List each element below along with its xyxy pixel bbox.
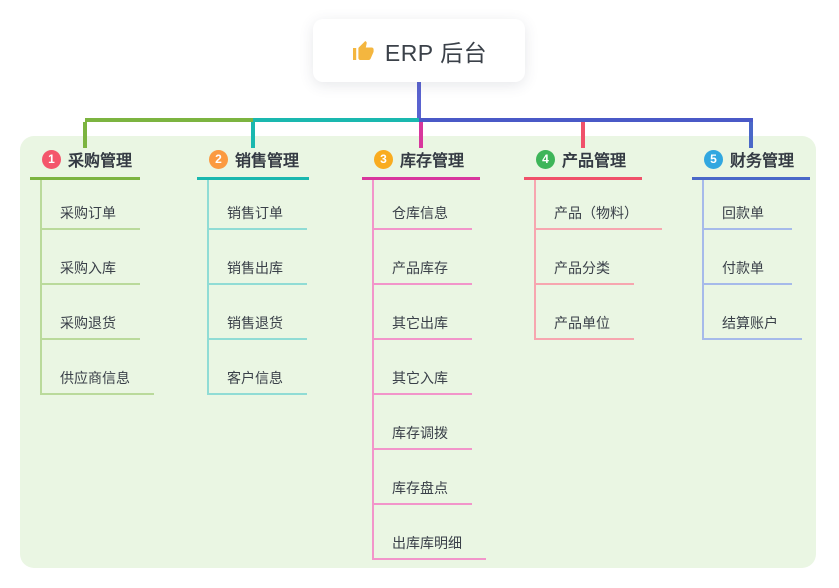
mindmap-node[interactable]: 销售退货	[209, 285, 307, 340]
mindmap-node[interactable]: 产品分类	[536, 230, 634, 285]
branch-column-1: 1 采购管理采购订单采购入库采购退货供应商信息	[30, 147, 154, 395]
mindmap-node[interactable]: 其它入库	[374, 340, 472, 395]
branch-label: 采购管理	[68, 153, 133, 170]
node-label: 销售订单	[227, 205, 283, 221]
mindmap-node[interactable]: 采购退货	[42, 285, 140, 340]
mindmap-node[interactable]: 付款单	[704, 230, 792, 285]
branch-items-list: 回款单付款单结算账户	[702, 180, 802, 340]
node-label: 采购入库	[60, 260, 116, 276]
branch-number-badge: 5	[704, 149, 723, 169]
branch-header-1[interactable]: 1 采购管理	[30, 147, 140, 180]
mindmap-node[interactable]: 结算账户	[704, 285, 802, 340]
branch-items-list: 销售订单销售出库销售退货客户信息	[207, 180, 307, 395]
branches-panel	[20, 136, 816, 568]
node-label: 其它出库	[392, 315, 448, 331]
root-title: ERP 后台	[384, 39, 488, 66]
bus-segment-blue	[419, 118, 753, 122]
bus-segment-teal	[253, 118, 419, 122]
mindmap-node[interactable]: 产品库存	[374, 230, 472, 285]
branch-drop-5	[749, 122, 753, 148]
mindmap-node[interactable]: 销售订单	[209, 180, 307, 230]
branch-label: 产品管理	[562, 153, 627, 170]
branch-number-badge: 3	[374, 149, 393, 169]
branch-label: 销售管理	[235, 153, 300, 170]
branch-number-badge: 2	[209, 149, 228, 169]
node-label: 结算账户	[722, 315, 778, 331]
mindmap-node[interactable]: 库存调拨	[374, 395, 472, 450]
node-label: 库存调拨	[392, 425, 448, 441]
node-label: 产品（物料）	[554, 205, 638, 221]
node-label: 采购退货	[60, 315, 116, 331]
branch-drop-1	[83, 122, 87, 148]
node-label: 付款单	[722, 260, 764, 276]
root-connector-line	[417, 82, 421, 122]
branch-drop-3	[419, 122, 423, 148]
mindmap-node[interactable]: 销售出库	[209, 230, 307, 285]
mindmap-node[interactable]: 供应商信息	[42, 340, 154, 395]
node-label: 产品单位	[554, 315, 610, 331]
branch-label: 财务管理	[730, 153, 795, 170]
node-label: 回款单	[722, 205, 764, 221]
branch-column-3: 3 库存管理仓库信息产品库存其它出库其它入库库存调拨库存盘点出库库明细	[362, 147, 486, 560]
node-label: 出库库明细	[392, 535, 462, 551]
node-label: 其它入库	[392, 370, 448, 386]
mindmap-node[interactable]: 仓库信息	[374, 180, 472, 230]
root-node[interactable]: ERP 后台	[313, 19, 525, 82]
node-label: 仓库信息	[392, 205, 448, 221]
node-label: 产品分类	[554, 260, 610, 276]
branch-column-2: 2 销售管理销售订单销售出库销售退货客户信息	[197, 147, 309, 395]
mindmap-node[interactable]: 库存盘点	[374, 450, 472, 505]
mindmap-node[interactable]: 产品（物料）	[536, 180, 662, 230]
branch-header-4[interactable]: 4 产品管理	[524, 147, 642, 180]
mindmap-node[interactable]: 回款单	[704, 180, 792, 230]
mindmap-node[interactable]: 采购入库	[42, 230, 140, 285]
node-label: 销售退货	[227, 315, 283, 331]
node-label: 供应商信息	[60, 370, 130, 386]
branch-header-2[interactable]: 2 销售管理	[197, 147, 309, 180]
branch-column-5: 5 财务管理回款单付款单结算账户	[692, 147, 810, 340]
branch-number-badge: 4	[536, 149, 555, 169]
branch-items-list: 产品（物料） 产品分类产品单位	[534, 180, 662, 340]
bus-segment-green	[85, 118, 253, 122]
node-label: 客户信息	[227, 370, 283, 386]
mindmap-node[interactable]: 采购订单	[42, 180, 140, 230]
branch-column-4: 4 产品管理产品（物料） 产品分类产品单位	[524, 147, 662, 340]
branch-header-3[interactable]: 3 库存管理	[362, 147, 480, 180]
thumbs-up-icon	[351, 39, 375, 63]
branch-drop-2	[251, 122, 255, 148]
node-label: 库存盘点	[392, 480, 448, 496]
branch-number-badge: 1	[42, 149, 61, 169]
node-label: 销售出库	[227, 260, 283, 276]
node-label: 采购订单	[60, 205, 116, 221]
mindmap-node[interactable]: 出库库明细	[374, 505, 486, 560]
branch-label: 库存管理	[400, 153, 465, 170]
mindmap-node[interactable]: 客户信息	[209, 340, 307, 395]
mindmap-node[interactable]: 其它出库	[374, 285, 472, 340]
node-label: 产品库存	[392, 260, 448, 276]
branch-items-list: 仓库信息产品库存其它出库其它入库库存调拨库存盘点出库库明细	[372, 180, 486, 560]
mindmap-node[interactable]: 产品单位	[536, 285, 634, 340]
branch-items-list: 采购订单采购入库采购退货供应商信息	[40, 180, 154, 395]
branch-drop-4	[581, 122, 585, 148]
branch-header-5[interactable]: 5 财务管理	[692, 147, 810, 180]
